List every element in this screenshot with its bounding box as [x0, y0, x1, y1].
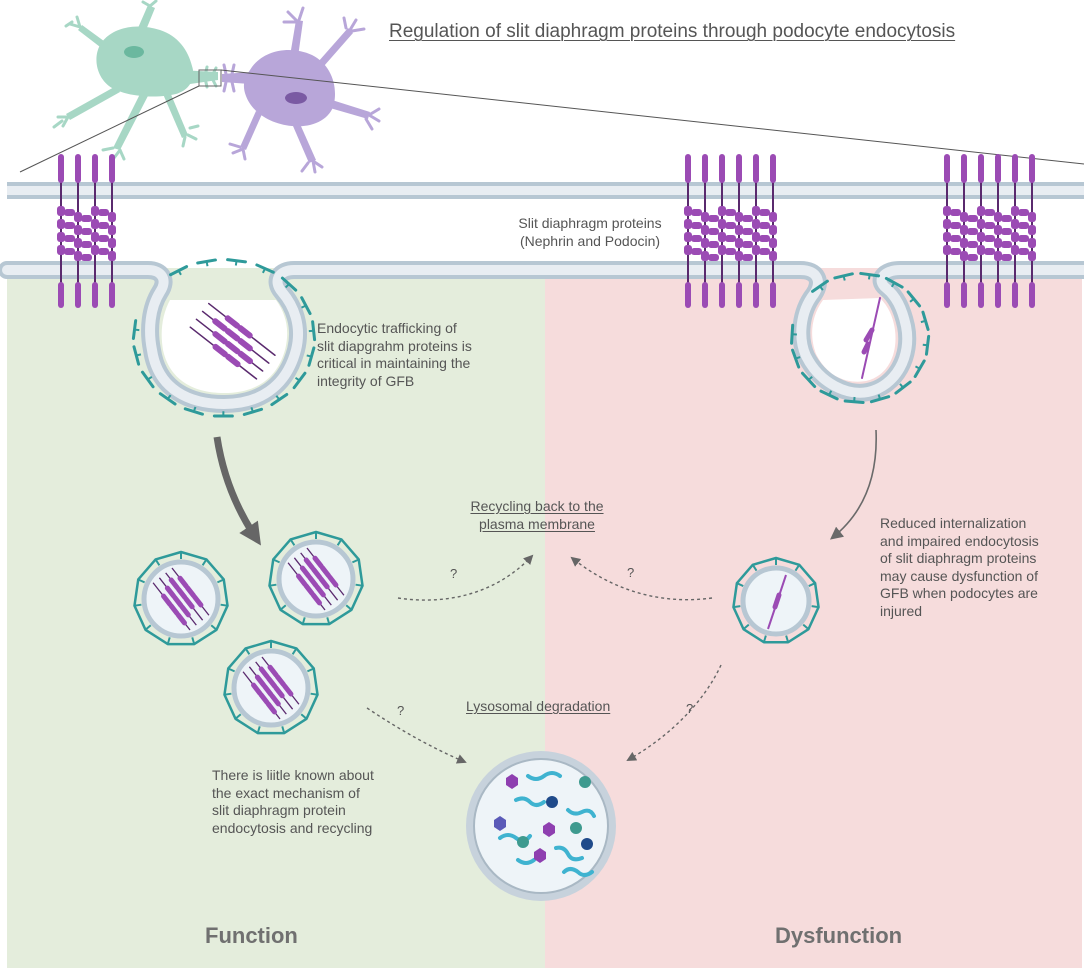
- zoom-line-right: [221, 70, 1084, 164]
- lysosome: [466, 751, 616, 901]
- lysosomal-degradation-label: Lysosomal degradation: [466, 698, 636, 716]
- reduced-internalization-text: Reduced internalization and impaired end…: [880, 515, 1080, 620]
- function-panel-title: Function: [205, 923, 298, 949]
- little-known-text: There is liitle known about the exact me…: [212, 767, 412, 837]
- upper-membrane: [7, 184, 1084, 197]
- podocyte-cells-illustration: [54, 1, 379, 172]
- vesicle: [224, 641, 317, 733]
- figure-title: Regulation of slit diaphragm proteins th…: [389, 21, 955, 43]
- vesicle: [269, 532, 362, 624]
- vesicle: [134, 552, 227, 644]
- dysfunction-panel-title: Dysfunction: [775, 923, 902, 949]
- vesicle: [733, 558, 818, 642]
- question-mark-recycling-dysfunction: ?: [627, 565, 634, 580]
- slit-proteins-label: Slit diaphragm proteins (Nephrin and Pod…: [505, 215, 675, 250]
- question-mark-degradation-function: ?: [397, 703, 404, 718]
- endocytic-trafficking-text: Endocytic trafficking of slit diapgrahm …: [317, 320, 517, 390]
- recycling-label: Recycling back to the plasma membrane: [452, 498, 622, 533]
- question-mark-recycling-function: ?: [450, 566, 457, 581]
- question-mark-degradation-dysfunction: ?: [686, 701, 693, 716]
